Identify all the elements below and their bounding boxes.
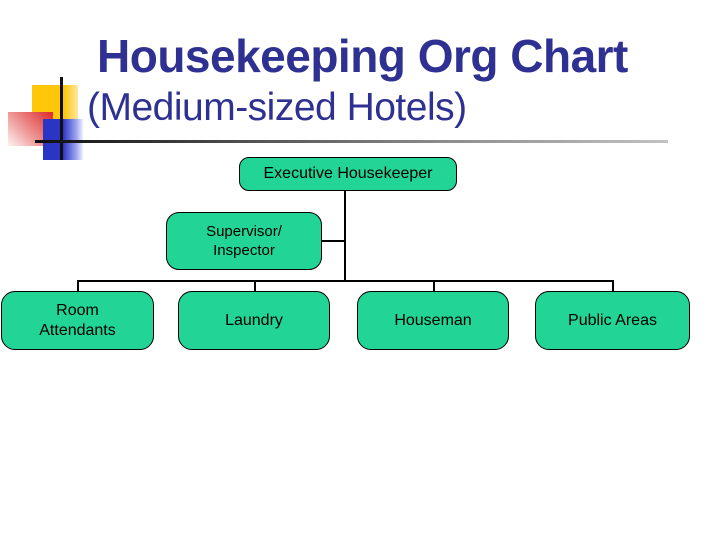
- org-box-supervisor-inspector[interactable]: Supervisor/ Inspector: [166, 212, 322, 270]
- connector-drop-room-attendants: [77, 280, 79, 292]
- org-box-label: Public Areas: [568, 311, 657, 329]
- connector-drop-houseman: [433, 280, 435, 292]
- org-box-room-attendants[interactable]: Room Attendants: [1, 291, 154, 350]
- connector-departments-horizontal: [77, 280, 614, 282]
- org-box-label: Laundry: [225, 311, 283, 329]
- title-divider-rule: [35, 140, 668, 143]
- org-box-laundry[interactable]: Laundry: [178, 291, 330, 350]
- org-box-label-line1: Supervisor/: [206, 223, 282, 240]
- org-box-label-line1: Room: [56, 301, 99, 319]
- page-title: Housekeeping Org Chart: [97, 30, 628, 82]
- connector-drop-laundry: [254, 280, 256, 292]
- org-box-label-line2: Attendants: [39, 321, 116, 339]
- org-box-public-areas[interactable]: Public Areas: [535, 291, 690, 350]
- decor-blue-square: [43, 119, 83, 160]
- connector-drop-public-areas: [612, 280, 614, 292]
- org-box-label: Executive Housekeeper: [263, 165, 433, 182]
- connector-root-vertical: [344, 190, 346, 282]
- decor-vertical-line: [60, 77, 63, 160]
- org-box-label: Houseman: [394, 311, 472, 329]
- org-box-executive-housekeeper[interactable]: Executive Housekeeper: [239, 157, 457, 191]
- connector-supervisor-stub: [321, 240, 346, 242]
- org-box-label-line2: Inspector: [213, 242, 275, 259]
- org-box-houseman[interactable]: Houseman: [357, 291, 509, 350]
- page-subtitle: (Medium-sized Hotels): [87, 86, 467, 129]
